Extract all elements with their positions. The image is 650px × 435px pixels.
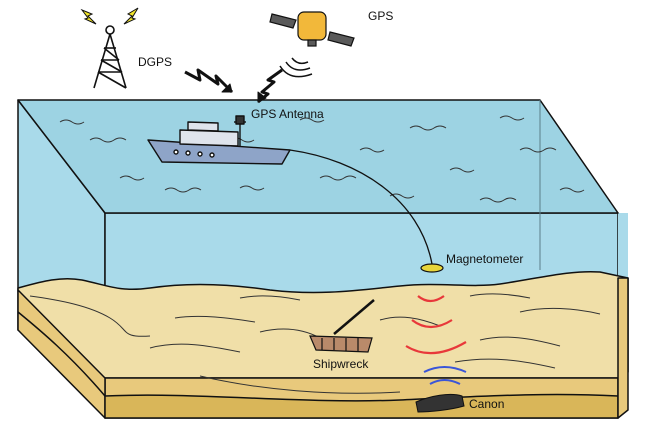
- shipwreck-icon: [309, 299, 375, 353]
- satellite-icon: [269, 11, 355, 47]
- dgps-signal-arrow: [184, 68, 234, 94]
- wave-marks: [59, 115, 585, 203]
- ship-icon: [147, 115, 291, 165]
- tower-signal-bolts: [80, 7, 139, 25]
- magnetic-signal: [405, 295, 467, 355]
- shipwreck-label: Shipwreck: [313, 357, 369, 371]
- sonar-signal: [423, 366, 467, 385]
- satellite-signal-arcs: [279, 57, 313, 78]
- sea-block: [17, 99, 628, 301]
- tow-cable: [289, 149, 433, 265]
- gps-antenna-label: GPS Antenna: [251, 107, 324, 121]
- dgps-label: DGPS: [138, 55, 173, 69]
- gps-signal-arrow: [257, 68, 283, 104]
- sand-surface: [17, 270, 629, 379]
- magnetometer-icon: [420, 263, 444, 273]
- cannon-icon: [415, 393, 465, 413]
- magnetometer-label: Magnetometer: [446, 252, 524, 266]
- canon-label: Canon: [469, 397, 505, 411]
- radio-tower-icon: [93, 25, 127, 89]
- seabed: [17, 270, 629, 419]
- sea-surface: [17, 99, 619, 214]
- seabed-contours: [29, 293, 601, 394]
- gps-label: GPS: [368, 9, 394, 23]
- bottom-layer: [104, 393, 619, 419]
